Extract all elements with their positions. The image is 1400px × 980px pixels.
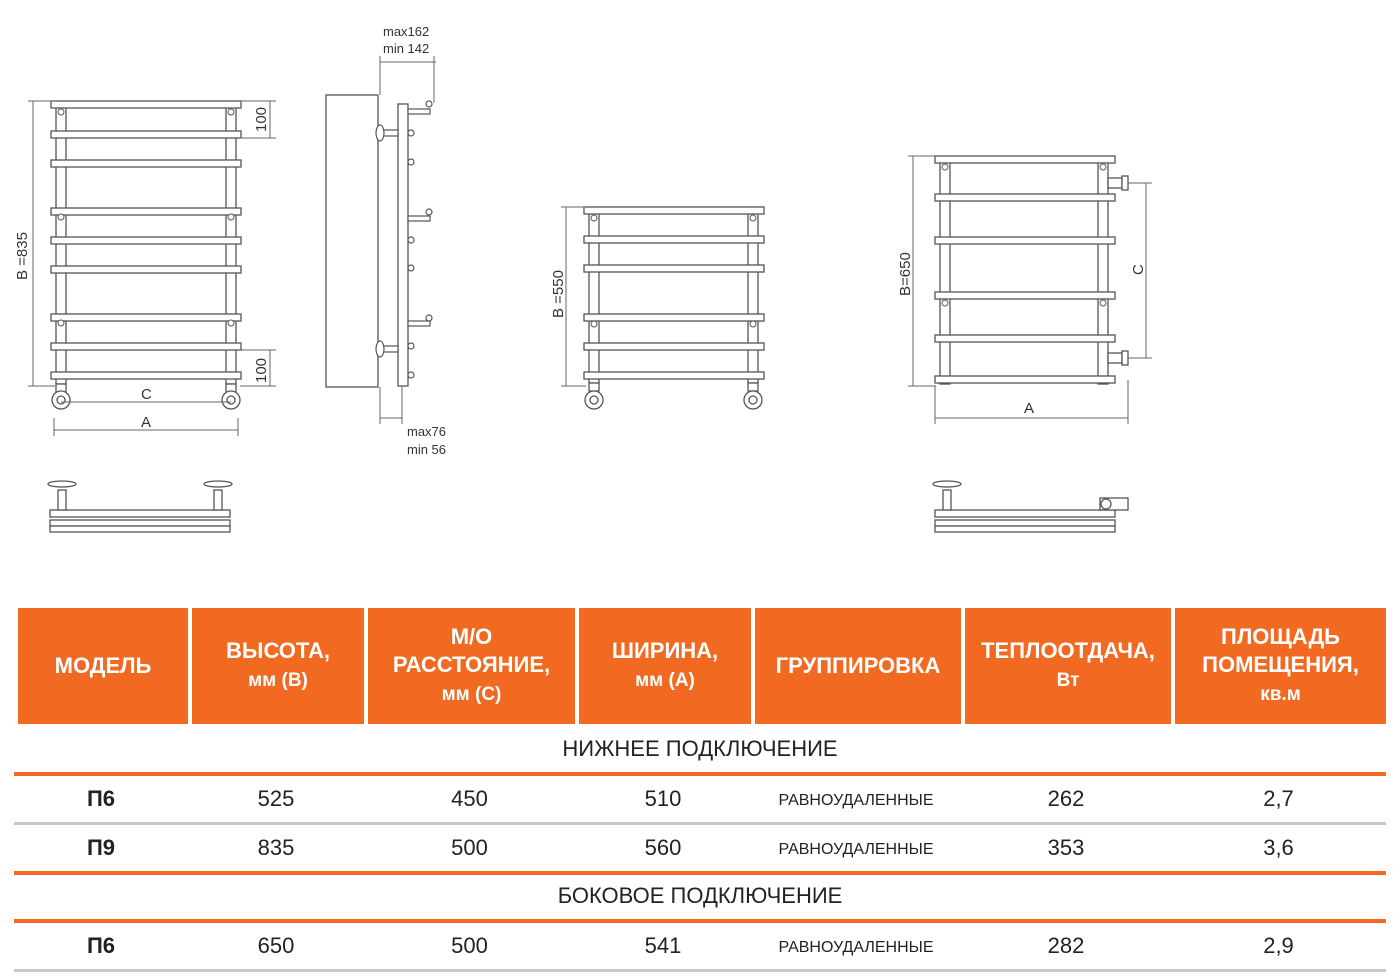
c-dimension-label-side: C [1130,264,1147,275]
header-width: ШИРИНА,мм (А) [579,608,751,724]
section-divider [14,772,1386,776]
front-view-bottom-connection-835: B =835 100 100 C A [14,100,276,436]
table-row: П6 525 450 510 РАВНОУДАЛЕННЫЕ 262 2,7 [14,776,1386,822]
section-divider [14,919,1386,923]
cell-spacing: 500 [451,835,488,860]
front-view-side-connection-650: B=650 C A [897,155,1152,424]
cell-height: 650 [257,933,295,958]
bottom-gap-label: 100 [253,358,270,383]
cell-spacing: 450 [451,786,488,811]
technical-drawings: B =835 100 100 C A [14,24,1152,533]
section-title-bottom: НИЖНЕЕ ПОДКЛЮЧЕНИЕ [562,736,838,761]
top-view-side-connection [932,480,1129,533]
height-label-835: B =835 [14,232,31,280]
side-view: max162 min 142 max76 min 56 [325,24,446,457]
side-min-bottom-label: min 56 [407,442,446,457]
header-grouping: ГРУППИРОВКА [755,608,961,724]
a-dimension-label: A [141,414,151,431]
front-view-bottom-connection-550: B =550 [550,206,765,410]
c-dimension-label: C [141,386,152,403]
cell-model: П6 [86,786,116,811]
cell-width: 510 [644,786,682,811]
cell-width: 560 [644,835,682,860]
cell-grouping: РАВНОУДАЛЕННЫЕ [778,792,934,809]
side-max-top-label: max162 [383,24,429,39]
cell-height: 525 [257,786,295,811]
header-model: МОДЕЛЬ [18,608,188,724]
cell-heat-output: 353 [1047,835,1085,860]
table-row: П6 650 500 541 РАВНОУДАЛЕННЫЕ 282 2,9 [14,923,1386,969]
header-heat-output: ТЕПЛООТДАЧА,Вт [965,608,1171,724]
cell-grouping: РАВНОУДАЛЕННЫЕ [778,841,934,858]
cell-heat-output: 282 [1047,933,1085,958]
cell-room-area: 3,6 [1263,835,1294,860]
side-min-top-label: min 142 [383,41,429,56]
height-label-550: B =550 [550,270,567,318]
cell-width: 541 [644,933,682,958]
cell-spacing: 500 [451,933,488,958]
a-dimension-label-side: A [1024,400,1034,417]
cell-heat-output: 262 [1047,786,1085,811]
spec-table-body: НИЖНЕЕ ПОДКЛЮЧЕНИЕ П6 525 450 510 РАВНОУ… [14,728,1386,972]
top-gap-label: 100 [253,107,270,132]
header-height: ВЫСОТА,мм (B) [192,608,364,724]
table-row: П9 835 500 560 РАВНОУДАЛЕННЫЕ 353 3,6 [14,825,1386,871]
header-room-area: ПЛОЩАДЬ ПОМЕЩЕНИЯ,кв.м [1175,608,1386,724]
cell-room-area: 2,7 [1263,786,1294,811]
cell-room-area: 2,9 [1263,933,1294,958]
section-divider [14,871,1386,875]
cell-model: П9 [86,835,116,860]
height-label-650: B=650 [897,252,914,296]
cell-height: 835 [257,835,295,860]
spec-table-header: МОДЕЛЬ ВЫСОТА,мм (B) М/О РАССТОЯНИЕ,мм (… [14,608,1390,724]
header-spacing: М/О РАССТОЯНИЕ,мм (С) [368,608,575,724]
side-max-bottom-label: max76 [407,424,446,439]
row-divider [14,822,1386,825]
section-title-side: БОКОВОЕ ПОДКЛЮЧЕНИЕ [557,883,843,908]
row-divider [14,969,1386,972]
cell-grouping: РАВНОУДАЛЕННЫЕ [778,939,934,956]
cell-model: П6 [86,933,116,958]
top-view-bottom-connection [47,480,233,533]
